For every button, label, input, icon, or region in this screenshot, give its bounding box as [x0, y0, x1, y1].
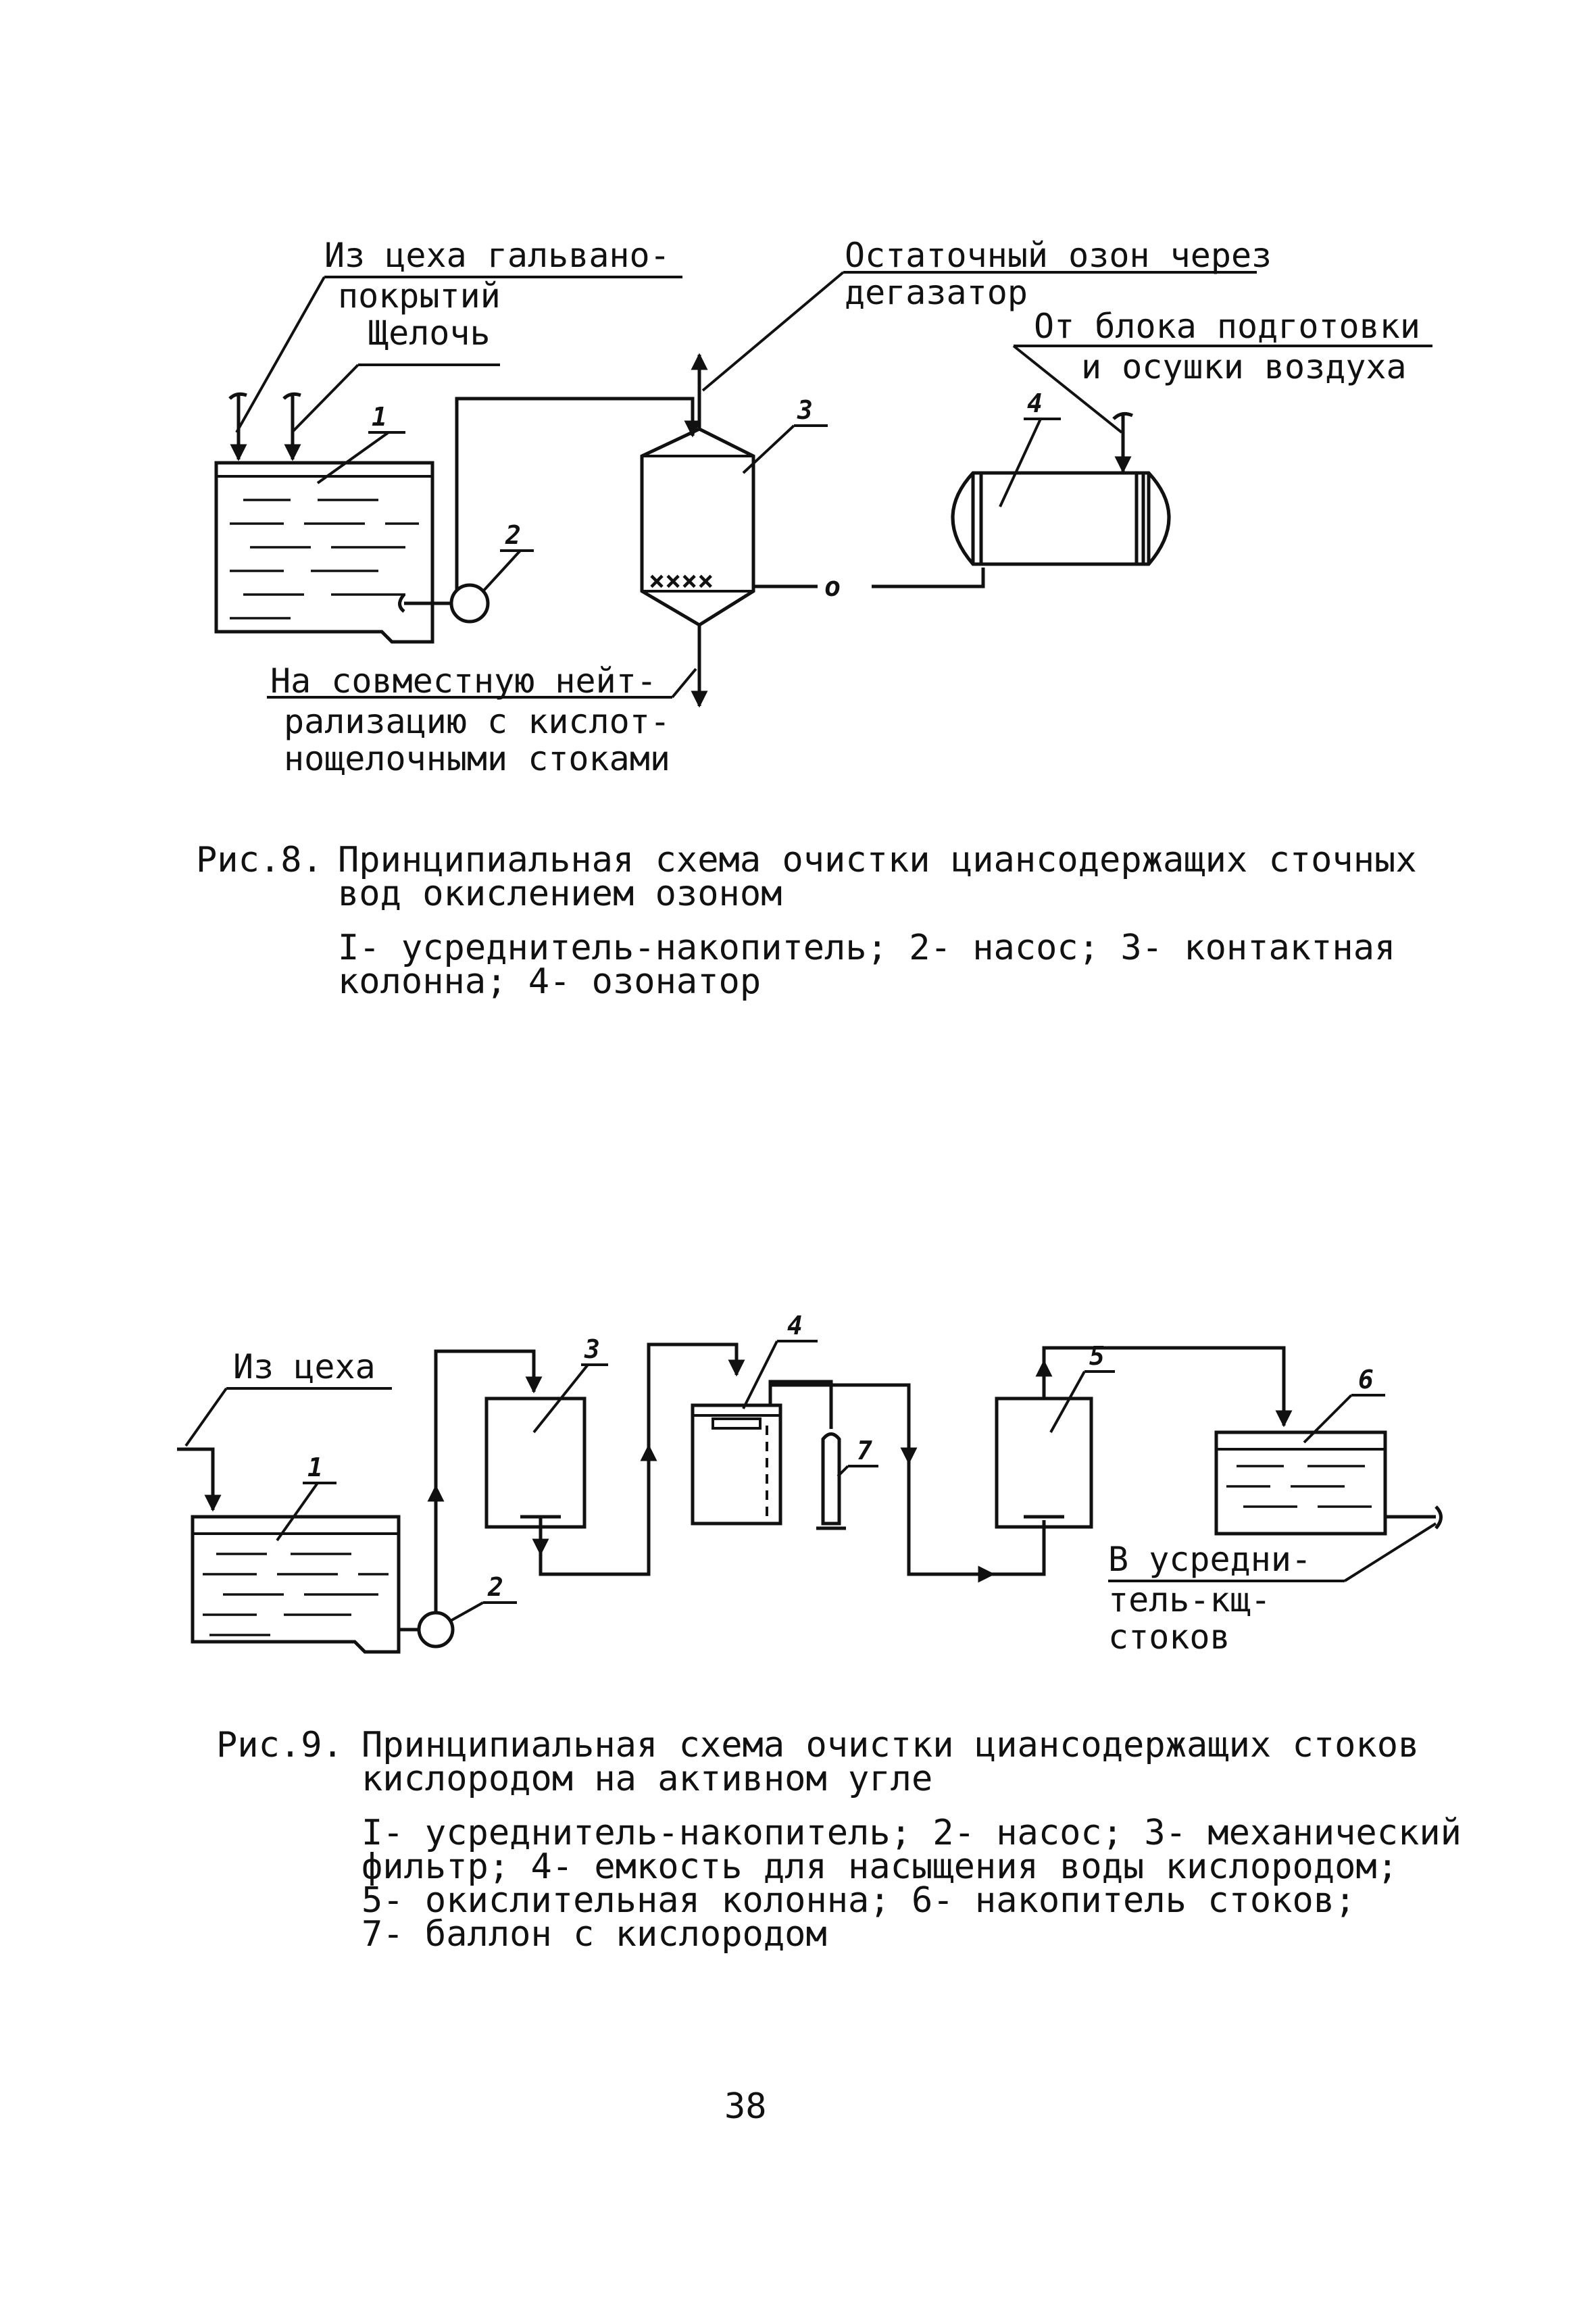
- leader-num9-7: [837, 1465, 849, 1478]
- leader-num9-5: [1049, 1371, 1086, 1433]
- label-air-2: и осушки воздуха: [1081, 347, 1407, 386]
- legend-8-line-1: I- усреднитель-накопитель; 2- насос; 3- …: [338, 928, 1395, 968]
- label-num-4: 4: [1027, 388, 1043, 418]
- inlet-valve-alkali: [282, 392, 301, 461]
- caption-8-line-2: вод окислением озоном: [338, 874, 782, 914]
- figure-8-caption: Рис.8. Принципиальная схема очистки циан…: [196, 840, 1417, 1002]
- leader-num-4: [999, 418, 1042, 507]
- caption-8-prefix: Рис.8.: [196, 840, 323, 880]
- pipe-column-to-storage: [1042, 1346, 1293, 1428]
- label9-num-4: 4: [787, 1311, 803, 1340]
- label-out-2: тель-кщ-: [1108, 1580, 1271, 1619]
- oxygen-saturation-tank-4: [691, 1403, 782, 1526]
- label-from-shop-2: покрытий: [338, 276, 501, 316]
- figure-8-diagram: 1 2 ×××× 3 o: [214, 236, 1432, 778]
- air-inlet-valve: [1112, 411, 1134, 420]
- label-num-3: 3: [797, 395, 813, 425]
- mechanical-filter-3: [484, 1397, 587, 1529]
- pipe-pump-to-column: [455, 397, 701, 590]
- oxygen-cylinder-7: [816, 1432, 846, 1530]
- caption-9-line-1: Принципиальная схема очистки циансодержа…: [361, 1725, 1419, 1765]
- label-num-1: 1: [372, 402, 387, 432]
- leader-num9-6: [1303, 1394, 1353, 1444]
- pipe-pump-to-filter: [434, 1349, 543, 1613]
- leader-shop9: [184, 1387, 228, 1447]
- label-num-2: 2: [505, 520, 521, 550]
- inlet-valve-shop: [228, 392, 247, 461]
- page-number: 38: [724, 2086, 767, 2127]
- pipe-oxygen-supply: [768, 1380, 833, 1429]
- leader-num9-3: [532, 1363, 589, 1434]
- label-neut-3: нощелочными стоками: [284, 739, 670, 778]
- leader-air: [1012, 345, 1123, 434]
- pipe-filter-to-saturator: [539, 1342, 745, 1576]
- figure-9-caption: Рис.9. Принципиальная схема очистки циан…: [216, 1725, 1462, 1955]
- label9-num-2: 2: [487, 1572, 503, 1602]
- label-from-shop-9: Из цеха: [233, 1347, 376, 1386]
- leader-num9-1: [276, 1482, 319, 1542]
- ozonator-4: [951, 471, 1171, 566]
- label-residual-2: дегазатор: [845, 273, 1028, 312]
- figure-9-diagram: 1 2 3 4: [177, 1311, 1443, 1657]
- legend-8-line-2: колонна; 4- озонатор: [338, 961, 761, 1002]
- contact-column-3: ××××: [640, 353, 755, 708]
- svg-text:××××: ××××: [649, 565, 714, 597]
- caption-9-line-2: кислородом на активном угле: [361, 1759, 932, 1799]
- label-from-shop-1: Из цеха гальвано-: [324, 236, 670, 275]
- legend-9-line-4: 7- баллон с кислородом: [361, 1914, 827, 1955]
- pump9-2: [417, 1611, 455, 1649]
- leader-num-2: [482, 549, 522, 593]
- legend-9-line-3: 5- окислительная колонна; 6- накопитель …: [361, 1880, 1355, 1921]
- leader-shop: [235, 276, 326, 433]
- leader-residual: [701, 271, 845, 392]
- label-out-3: стоков: [1108, 1617, 1230, 1657]
- equalizer-tank-1: [214, 461, 434, 644]
- legend-9-line-2: фильтр; 4- емкость для насыщения воды ки…: [361, 1846, 1398, 1887]
- label9-num-6: 6: [1358, 1365, 1374, 1394]
- leader-num9-2: [449, 1601, 484, 1623]
- equalizer-tank-9-1: [191, 1515, 401, 1654]
- svg-text:o: o: [824, 572, 841, 603]
- pipe-shop-inlet: [177, 1447, 222, 1512]
- leader-neut: [671, 668, 697, 699]
- legend-9-line-1: I- усреднитель-накопитель; 2- насос; 3- …: [361, 1813, 1462, 1853]
- leader-out: [1343, 1522, 1437, 1582]
- oxidation-column-5: [995, 1397, 1093, 1529]
- label9-num-3: 3: [584, 1334, 600, 1364]
- label9-num-7: 7: [857, 1436, 872, 1465]
- label9-num-1: 1: [307, 1453, 323, 1482]
- storage-tank-6: [1214, 1430, 1387, 1536]
- pipe-ozonator-out: [872, 568, 985, 588]
- caption-9-prefix: Рис.9.: [216, 1725, 343, 1765]
- label-out-1: В усредни-: [1108, 1540, 1312, 1579]
- storage-outlet-hook: [1435, 1505, 1443, 1530]
- label-neut-2: рализацию с кислот-: [284, 702, 670, 741]
- label-residual-1: Остаточный озон через: [845, 236, 1272, 275]
- pipe-saturator-to-column: [770, 1383, 1046, 1576]
- label-alkali: Щелочь: [368, 313, 491, 353]
- tank-outlet-hook: [398, 593, 405, 613]
- label-air-1: От блока подготовки: [1034, 307, 1420, 346]
- leader-num-3: [742, 424, 795, 474]
- leader-alkali: [291, 363, 359, 434]
- pump-2: [449, 583, 490, 624]
- leader-num9-4: [742, 1340, 778, 1409]
- label9-num-5: 5: [1089, 1341, 1105, 1371]
- label-neut-1: На совместную нейт-: [270, 661, 657, 701]
- caption-8-line-1: Принципиальная схема очистки циансодержа…: [338, 840, 1417, 880]
- leader-num-1: [316, 431, 390, 484]
